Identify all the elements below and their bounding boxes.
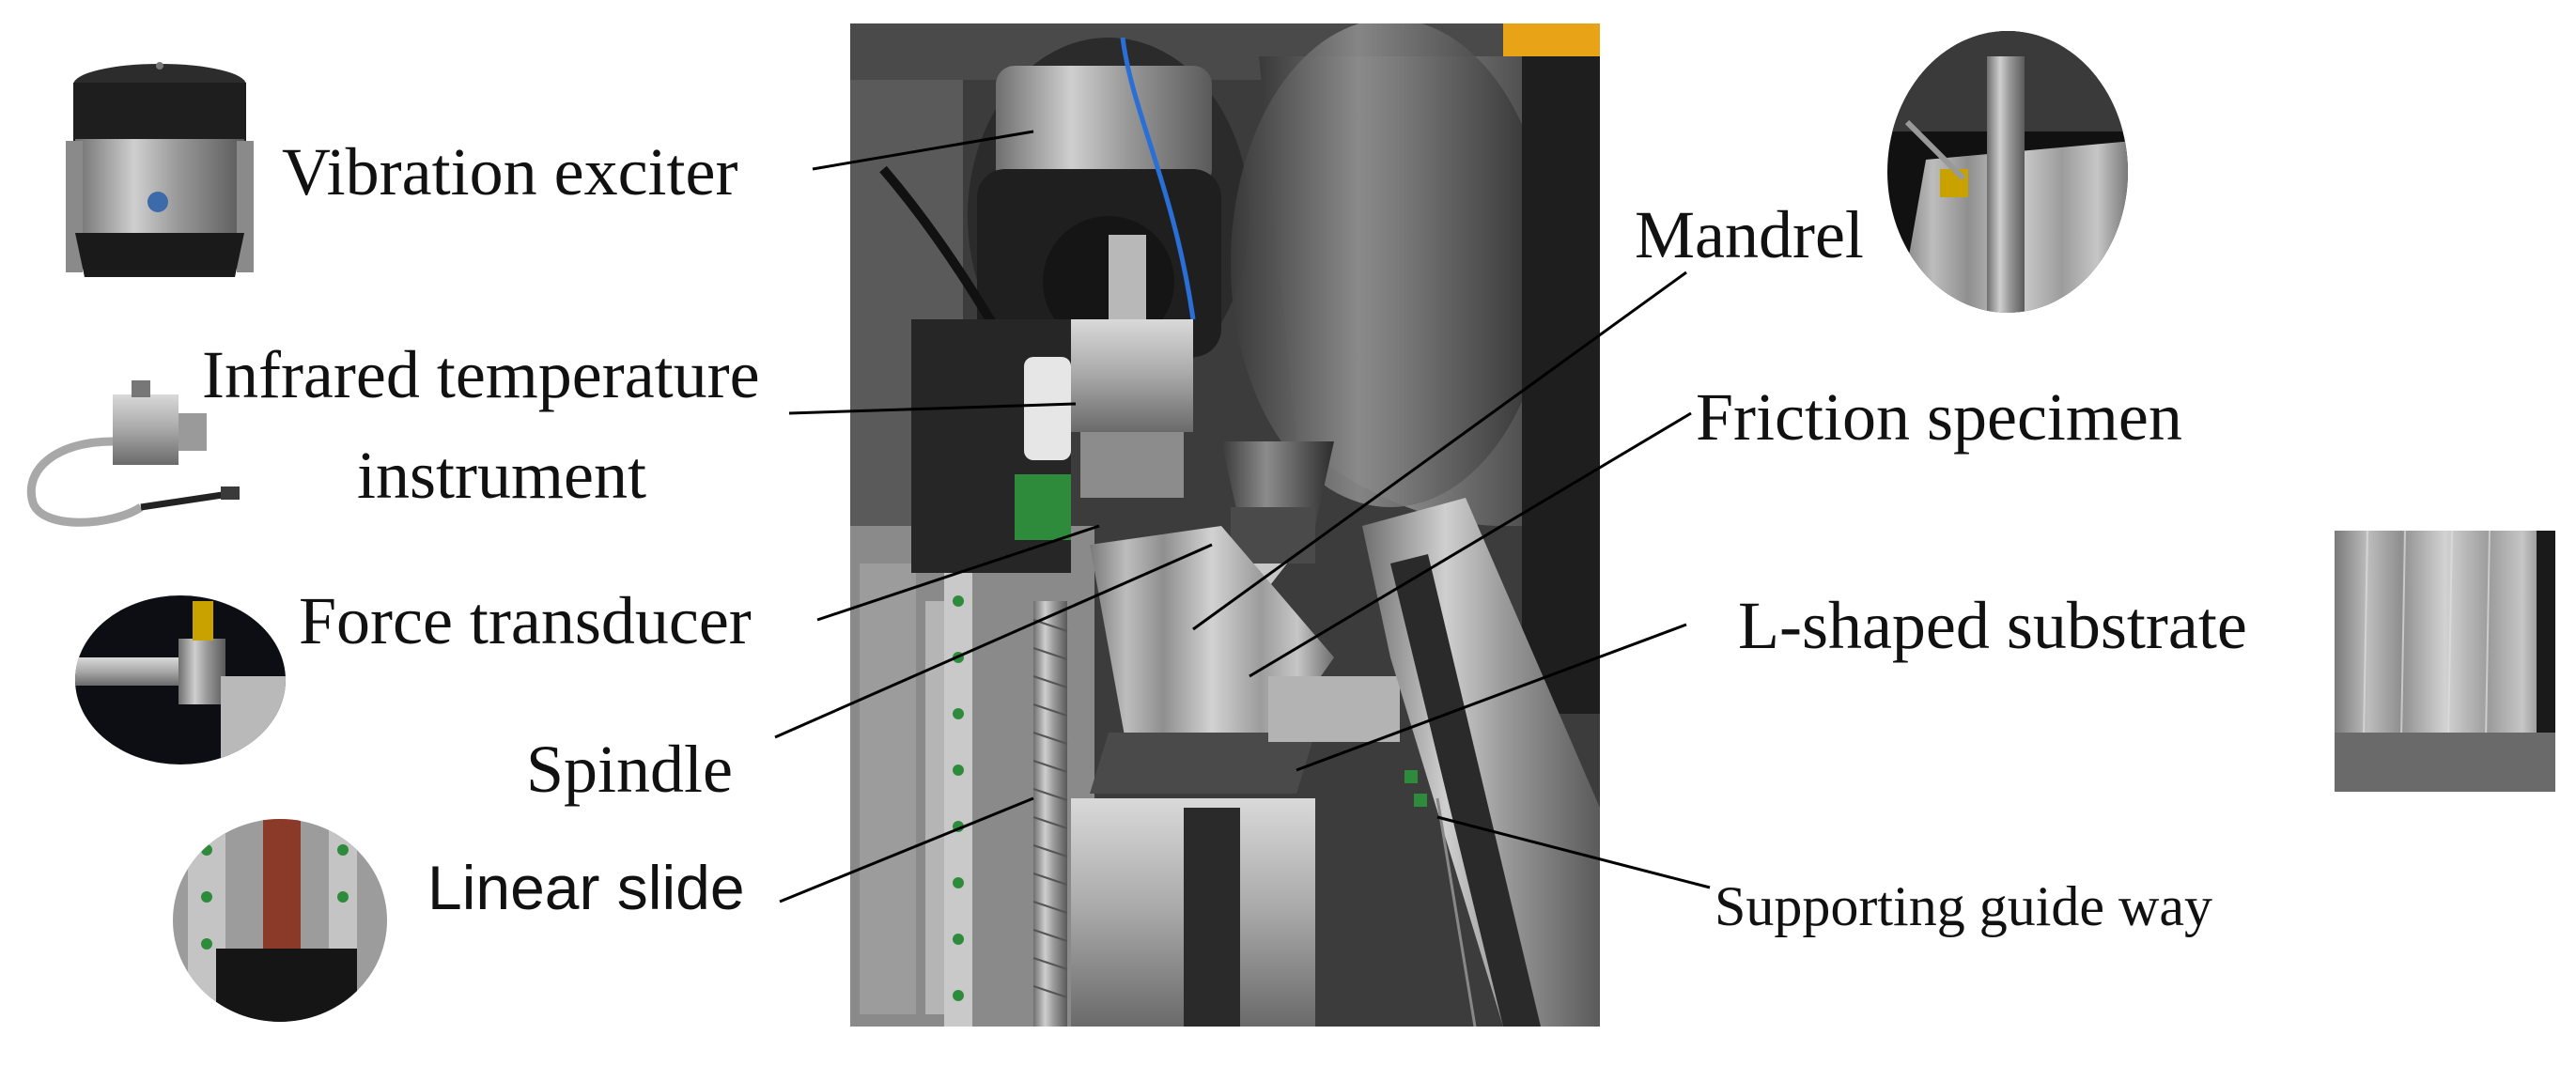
leader-linear-slide	[779, 796, 1034, 903]
l-shaped-substrate-inset	[2335, 531, 2555, 792]
leader-vibration-exciter	[812, 130, 1034, 171]
leader-mandrel	[1192, 270, 1687, 631]
leader-l-shaped-substrate	[1296, 623, 1687, 772]
leader-force-transducer	[816, 524, 1100, 622]
label-mandrel: Mandrel	[1635, 197, 1864, 272]
label-linear-slide: Linear slide	[427, 853, 745, 922]
label-supporting-guide-way: Supporting guide way	[1715, 875, 2212, 937]
leader-spindle	[774, 543, 1213, 739]
infrared-instrument-inset	[19, 376, 244, 554]
linear-slide-inset	[173, 819, 387, 1022]
label-force-transducer: Force transducer	[299, 583, 752, 658]
label-friction-specimen: Friction specimen	[1696, 379, 2182, 455]
label-vibration-exciter: Vibration exciter	[282, 134, 738, 209]
main-apparatus-photo	[850, 23, 1600, 1027]
label-spindle: Spindle	[526, 732, 734, 807]
label-infrared-line2: instrument	[357, 438, 646, 513]
force-transducer-inset	[75, 595, 286, 764]
vibration-exciter-inset	[66, 52, 254, 286]
label-l-shaped-substrate: L-shaped substrate	[1738, 588, 2247, 663]
leader-lines	[774, 130, 1711, 903]
mandrel-inset	[1887, 31, 2128, 313]
label-infrared-line1: Infrared temperature	[202, 337, 760, 412]
leader-supporting-guide-way	[1436, 815, 1711, 889]
leader-infrared	[788, 402, 1077, 415]
leader-friction-specimen	[1249, 411, 1692, 678]
